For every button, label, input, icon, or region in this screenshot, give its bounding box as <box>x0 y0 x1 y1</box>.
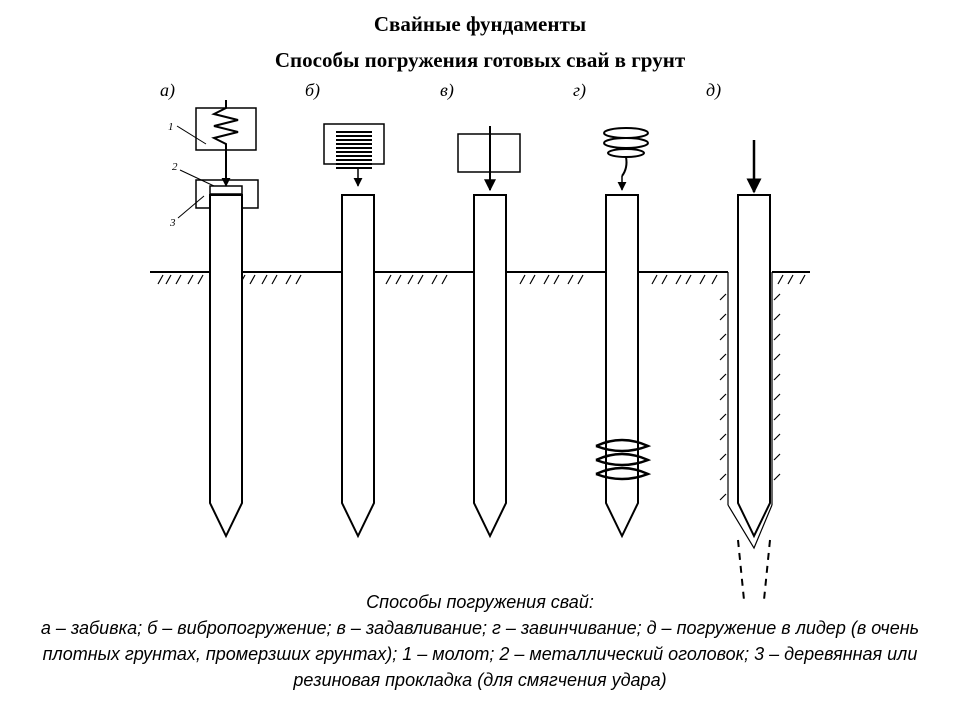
hammer-spring <box>211 100 239 182</box>
screw-blades <box>595 438 652 481</box>
pile-v <box>473 194 507 539</box>
leader-hole-walls <box>719 272 781 550</box>
method-a-driving <box>176 100 259 539</box>
caption-body: а – забивка; б – вибропогружение; в – за… <box>40 618 920 690</box>
leader-line-3 <box>177 195 205 219</box>
leader-line-1 <box>176 125 207 145</box>
label-method-v: в) <box>440 80 454 101</box>
method-b-vibration <box>323 123 385 539</box>
callout-3: 3 <box>169 217 176 229</box>
callout-1: 1 <box>168 121 174 133</box>
ground-hatching <box>157 274 806 285</box>
pile-g <box>605 194 639 539</box>
pile-b <box>341 194 375 539</box>
label-method-g: г) <box>573 80 586 101</box>
leader-line-2 <box>179 169 215 187</box>
vibrator-coil <box>336 131 372 169</box>
method-g-screwing <box>595 127 652 539</box>
cushion-pad <box>209 185 243 195</box>
caption-title: Способы погружения свай: <box>366 592 594 612</box>
pile-a <box>209 194 243 539</box>
pile-methods-diagram: а) б) в) г) д) 1 2 3 <box>150 80 810 600</box>
page-subtitle: Способы погружения готовых свай в грунт <box>274 48 686 72</box>
label-method-b: б) <box>305 80 320 101</box>
screw-drive-spiral <box>603 127 649 177</box>
label-method-a: а) <box>160 80 175 101</box>
callout-2: 2 <box>172 161 178 173</box>
label-method-d: д) <box>706 80 721 101</box>
pile-d <box>737 194 771 539</box>
page-title: Свайные фундаменты <box>373 12 587 36</box>
pile-tip-dashed-projection <box>737 539 771 600</box>
method-v-pressing <box>457 126 521 539</box>
method-d-leader <box>719 140 781 600</box>
